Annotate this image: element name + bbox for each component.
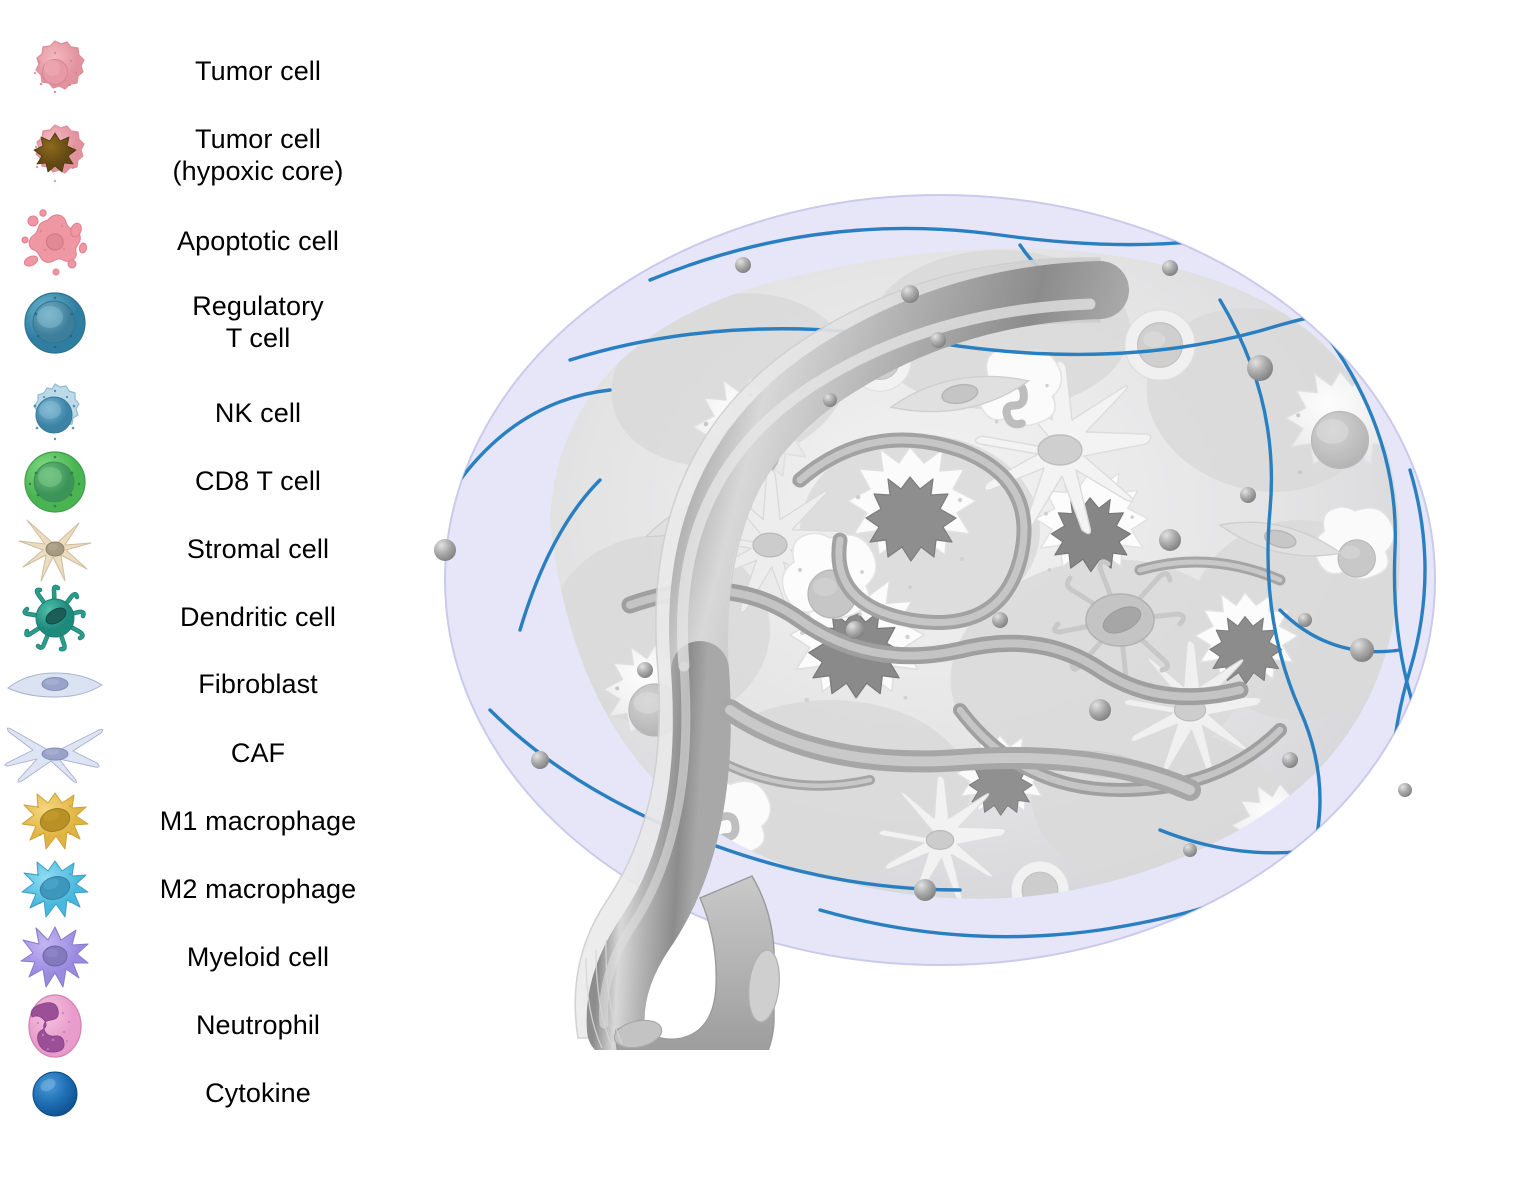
tumor-microenvironment-illustration — [400, 150, 1470, 1050]
regulatory-t-cell-icon — [0, 278, 110, 368]
legend-label-fibroblast: Fibroblast — [198, 669, 318, 700]
legend-item-dendritic-cell[interactable]: Dendritic cell — [0, 582, 420, 654]
legend-label-m2-macrophage: M2 macrophage — [159, 874, 357, 905]
legend-item-cytokine[interactable]: Cytokine — [0, 1058, 420, 1130]
legend-item-m2-macrophage[interactable]: M2 macrophage — [0, 854, 420, 926]
dendritic-cell-icon — [0, 582, 110, 654]
legend-label-myeloid-cell: Myeloid cell — [186, 942, 330, 973]
nk-cell-icon — [0, 378, 110, 450]
legend-item-nk-cell[interactable]: NK cell — [0, 378, 420, 450]
legend-item-stromal-cell[interactable]: Stromal cell — [0, 514, 420, 586]
neutrophil-icon — [0, 990, 110, 1062]
legend-item-myeloid-cell[interactable]: Myeloid cell — [0, 922, 420, 994]
legend-label-dendritic-cell: Dendritic cell — [180, 602, 336, 633]
legend-label-cytokine: Cytokine — [205, 1078, 311, 1109]
stellate-cells — [697, 360, 1262, 899]
legend-label-tumor-cell: Tumor cell — [194, 56, 322, 87]
legend-item-tumor-cell-hypoxic[interactable]: Tumor cell (hypoxic core) — [0, 104, 420, 208]
legend-label-caf: CAF — [230, 738, 286, 769]
legend-label-tumor-cell-hypoxic: Tumor cell (hypoxic core) — [172, 124, 344, 186]
tumor-cell-hypoxic-icon — [0, 104, 110, 208]
legend-label-stromal-cell: Stromal cell — [186, 534, 330, 565]
legend-label-regulatory-t-cell: Regulatory T cell — [192, 291, 324, 353]
legend-item-apoptotic-cell[interactable]: Apoptotic cell — [0, 206, 420, 278]
legend-label-cd8-t-cell: CD8 T cell — [194, 466, 322, 497]
legend-label-m1-macrophage: M1 macrophage — [159, 806, 357, 837]
legend-label-apoptotic-cell: Apoptotic cell — [177, 226, 339, 257]
legend-item-m1-macrophage[interactable]: M1 macrophage — [0, 786, 420, 858]
blood-vessel — [574, 257, 1201, 1050]
cytokine-spheres — [434, 257, 1412, 901]
caf-icon — [0, 718, 110, 790]
legend-item-fibroblast[interactable]: Fibroblast — [0, 650, 420, 720]
tumor-cell-icon — [0, 36, 110, 108]
capillary-network — [621, 432, 1287, 798]
legend-item-caf[interactable]: CAF — [0, 718, 420, 790]
legend-item-neutrophil[interactable]: Neutrophil — [0, 990, 420, 1062]
legend-panel: Tumor cell Tumor cell (hypoxic — [0, 0, 420, 1195]
legend-item-regulatory-t-cell[interactable]: Regulatory T cell — [0, 278, 420, 368]
m2-macrophage-icon — [0, 854, 110, 926]
stromal-cell-icon — [0, 514, 110, 586]
m1-macrophage-icon — [0, 786, 110, 858]
myeloid-cell-icon — [0, 922, 110, 994]
legend-item-cd8-t-cell[interactable]: CD8 T cell — [0, 446, 420, 518]
legend-item-tumor-cell[interactable]: Tumor cell — [0, 36, 420, 108]
cytokine-icon — [0, 1058, 110, 1130]
cd8-t-cell-icon — [0, 446, 110, 518]
fibroblast-icon — [0, 649, 110, 721]
legend-label-nk-cell: NK cell — [214, 398, 302, 429]
apoptotic-cell-icon — [0, 206, 110, 278]
tme-svg — [434, 194, 1436, 1050]
legend-label-neutrophil: Neutrophil — [195, 1010, 321, 1041]
